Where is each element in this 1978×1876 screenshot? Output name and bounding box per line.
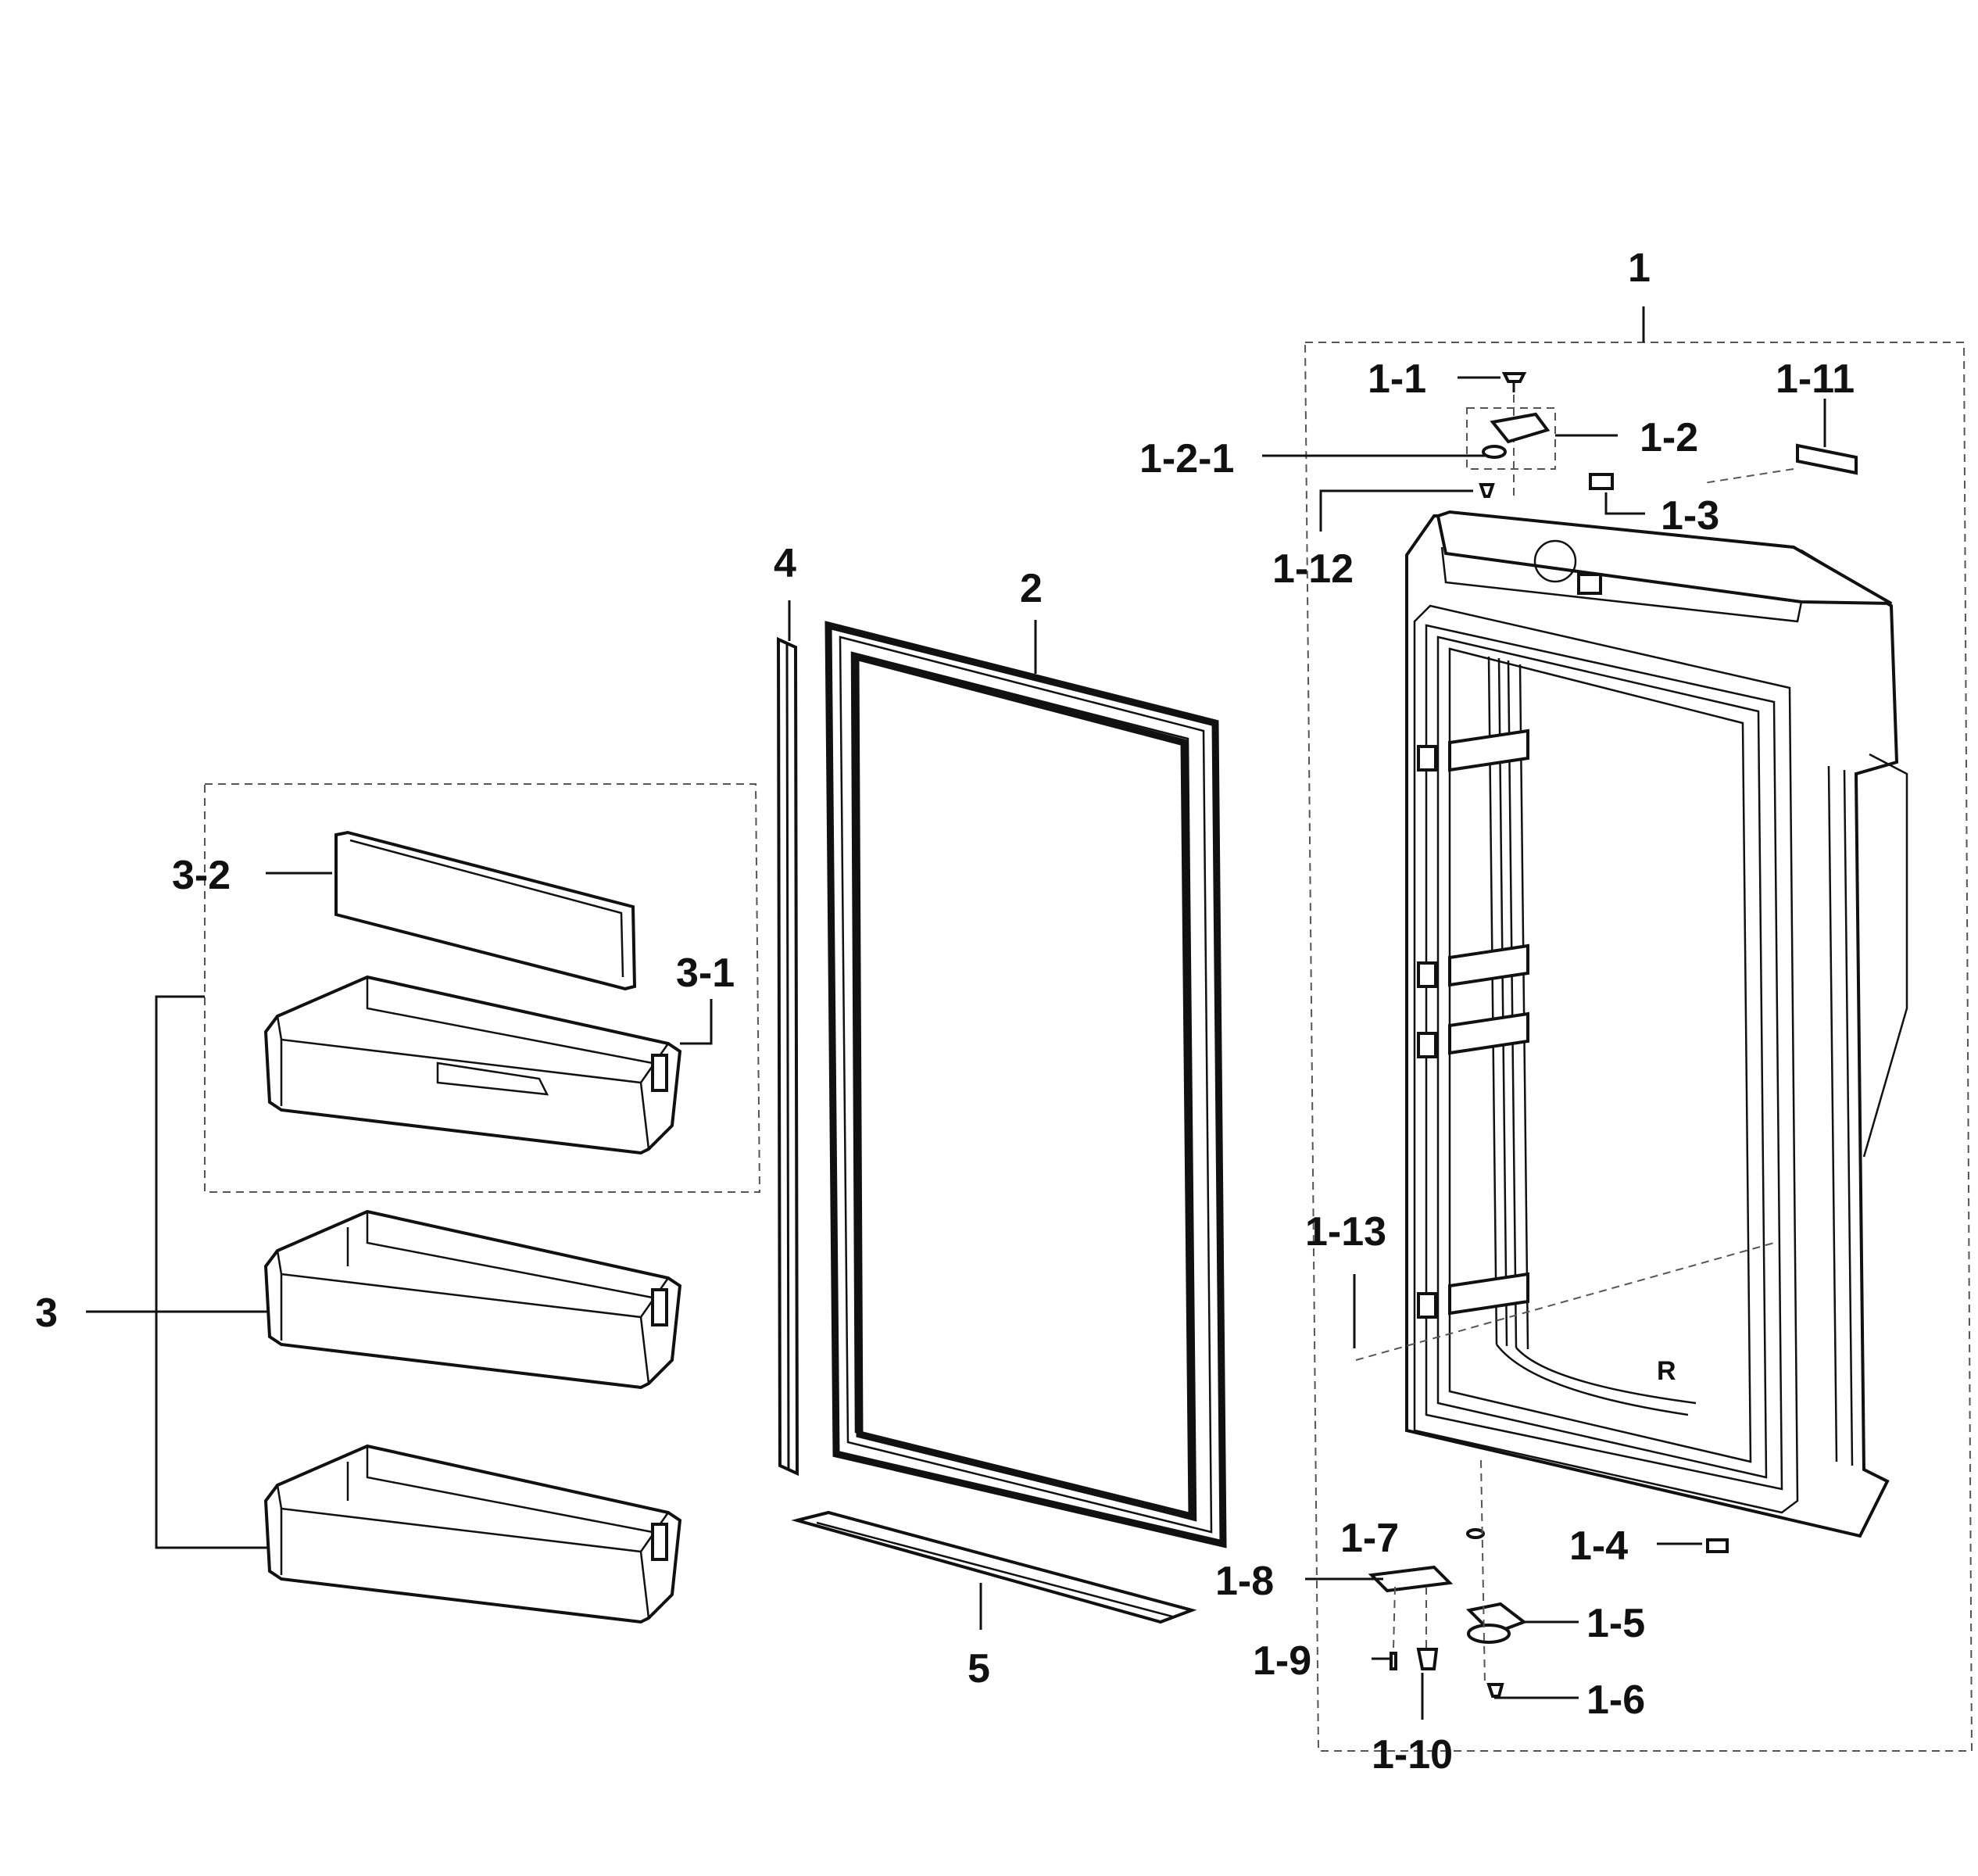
label-1-4: 1-4: [1569, 1523, 1628, 1569]
bin-cover-3-2: [334, 830, 637, 991]
door-gasket-strip-4: [776, 600, 799, 1477]
bottom-trim-5: [791, 1510, 1197, 1630]
door-shelf-bracket: [1417, 943, 1529, 988]
door-shelf-bracket: [1417, 1272, 1529, 1319]
cover-1-11: [1703, 443, 1858, 484]
label-5: 5: [968, 1646, 990, 1692]
hinge-pin-1-12: [1479, 483, 1495, 498]
label-1-6: 1-6: [1586, 1677, 1645, 1723]
cover-1-3: [1589, 473, 1614, 490]
label-3: 3: [35, 1291, 58, 1336]
door-assembly: R: [1405, 510, 1908, 1538]
label-1-8: 1-8: [1215, 1559, 1274, 1604]
door-shelf-bracket: [1417, 729, 1529, 772]
label-1-11: 1-11: [1776, 356, 1855, 402]
hinge-screw-1-1: [1501, 372, 1527, 500]
label-1-13: 1-13: [1305, 1209, 1386, 1255]
door-gasket-2: [824, 620, 1227, 1548]
label-4: 4: [774, 541, 796, 586]
label-1-2-1: 1-2-1: [1139, 436, 1234, 482]
door-bin-3: [263, 1209, 682, 1390]
door-bin-3: [263, 1444, 682, 1624]
label-3-2: 3-2: [172, 853, 231, 898]
label-1-1: 1-1: [1368, 356, 1426, 402]
label-1-12: 1-12: [1272, 546, 1354, 592]
label-1-9: 1-9: [1253, 1638, 1311, 1684]
door-bin-3-1: [263, 975, 682, 1155]
label-1: 1: [1628, 245, 1651, 291]
label-3-1: 3-1: [676, 951, 735, 996]
label-1-7: 1-7: [1340, 1516, 1399, 1561]
upper-hinge-1-2: [1466, 407, 1556, 470]
label-1-2: 1-2: [1640, 415, 1698, 460]
label-2: 2: [1020, 566, 1043, 611]
label-1-10: 1-10: [1372, 1732, 1453, 1778]
label-1-3: 1-3: [1661, 493, 1719, 539]
r-side-mark: R: [1657, 1356, 1676, 1386]
door-shelf-bracket: [1417, 1011, 1529, 1058]
label-1-5: 1-5: [1586, 1601, 1645, 1646]
assembly-1-boundary: [1304, 342, 1973, 1752]
bin-assembly-3-boundary: [204, 783, 761, 1193]
